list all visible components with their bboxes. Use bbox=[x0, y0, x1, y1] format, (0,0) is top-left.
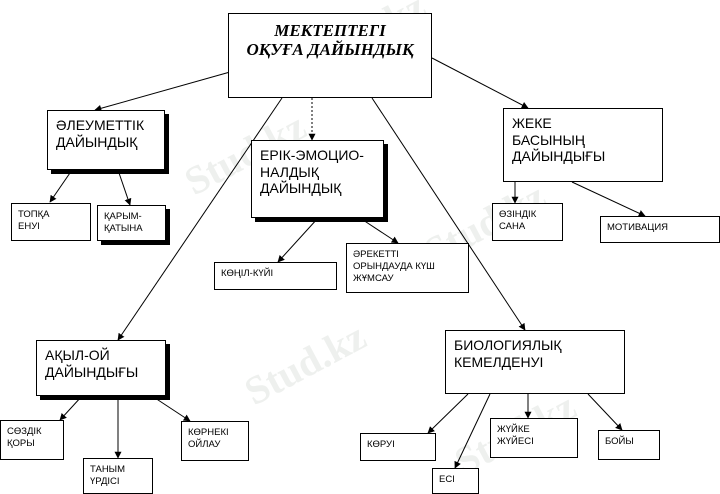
node-mental-readiness: АҚЫЛ-ОЙ ДАЙЫНДЫҒЫ bbox=[36, 340, 166, 396]
node-volitional-readiness: ЕРІК-ЭМОЦИО- НАЛДЫҚ ДАЙЫНДЫҚ bbox=[251, 140, 384, 218]
arrow-root-mental bbox=[117, 97, 283, 341]
leaf-motivacia: МОТИВАЦИЯ bbox=[600, 216, 720, 243]
arrow-bio-boiy bbox=[587, 393, 623, 431]
leaf-sozdik-qory: СӨЗДІК ҚОРЫ bbox=[0, 420, 64, 460]
arrow-mental-kornek bbox=[151, 395, 191, 422]
arrow-volitional-areketti bbox=[359, 217, 399, 244]
leaf-kornekі-oilau: КӨРНЕКІ ОЙЛАУ bbox=[181, 421, 249, 461]
leaf-zhuike-zhuiesi: ЖҮЙКЕ ЖҮЙЕСІ bbox=[490, 418, 578, 458]
arrow-root-biological bbox=[371, 97, 526, 331]
leaf-koru: КӨРУІ bbox=[360, 433, 436, 461]
node-personal-readiness: ЖЕКЕ БАСЫНЫҢ ДАЙЫНДЫҒЫ bbox=[503, 108, 663, 182]
arrow-bio-esi bbox=[454, 393, 491, 469]
leaf-topqa-enui: ТОПҚА ЕНУІ bbox=[11, 203, 91, 241]
arrow-bio-koru bbox=[427, 393, 469, 434]
arrow-mental-sozdik bbox=[59, 395, 83, 421]
leaf-konil-kuii: КӨҢІЛ-КҮЙІ bbox=[214, 262, 337, 290]
leaf-boiy: БОЙЫ bbox=[598, 430, 660, 460]
leaf-tanym-urdisi: ТАНЫМ ҮРДІСІ bbox=[83, 458, 153, 494]
leaf-qarym-qatyna: ҚАРЫМ- ҚАТЫНА bbox=[97, 205, 166, 241]
arrow-social-qarym bbox=[117, 169, 132, 206]
leaf-areketti-oryndauda: ӘРЕКЕТТІ ОРЫНДАУДА КҮШ ЖҰМСАУ bbox=[346, 243, 469, 293]
root-node: МЕКТЕПТЕГІ ОҚУҒА ДАЙЫНДЫҚ bbox=[228, 13, 432, 98]
arrow-root-personal bbox=[431, 57, 529, 109]
arrow-volitional-konil bbox=[277, 217, 319, 263]
arrow-root-social bbox=[94, 71, 231, 112]
node-biological-maturity: БИОЛОГИЯЛЫҚ КЕМЕЛДЕНУІ bbox=[445, 330, 625, 394]
arrow-personal-motivacia bbox=[571, 181, 646, 217]
leaf-esi: ЕСІ bbox=[432, 468, 479, 494]
arrow-social-topqa bbox=[49, 169, 73, 203]
leaf-ozindik-sana: ӨЗІНДІК САНА bbox=[492, 203, 563, 241]
node-social-readiness: ӘЛЕУМЕТТІК ДАЙЫНДЫҚ bbox=[47, 110, 165, 170]
